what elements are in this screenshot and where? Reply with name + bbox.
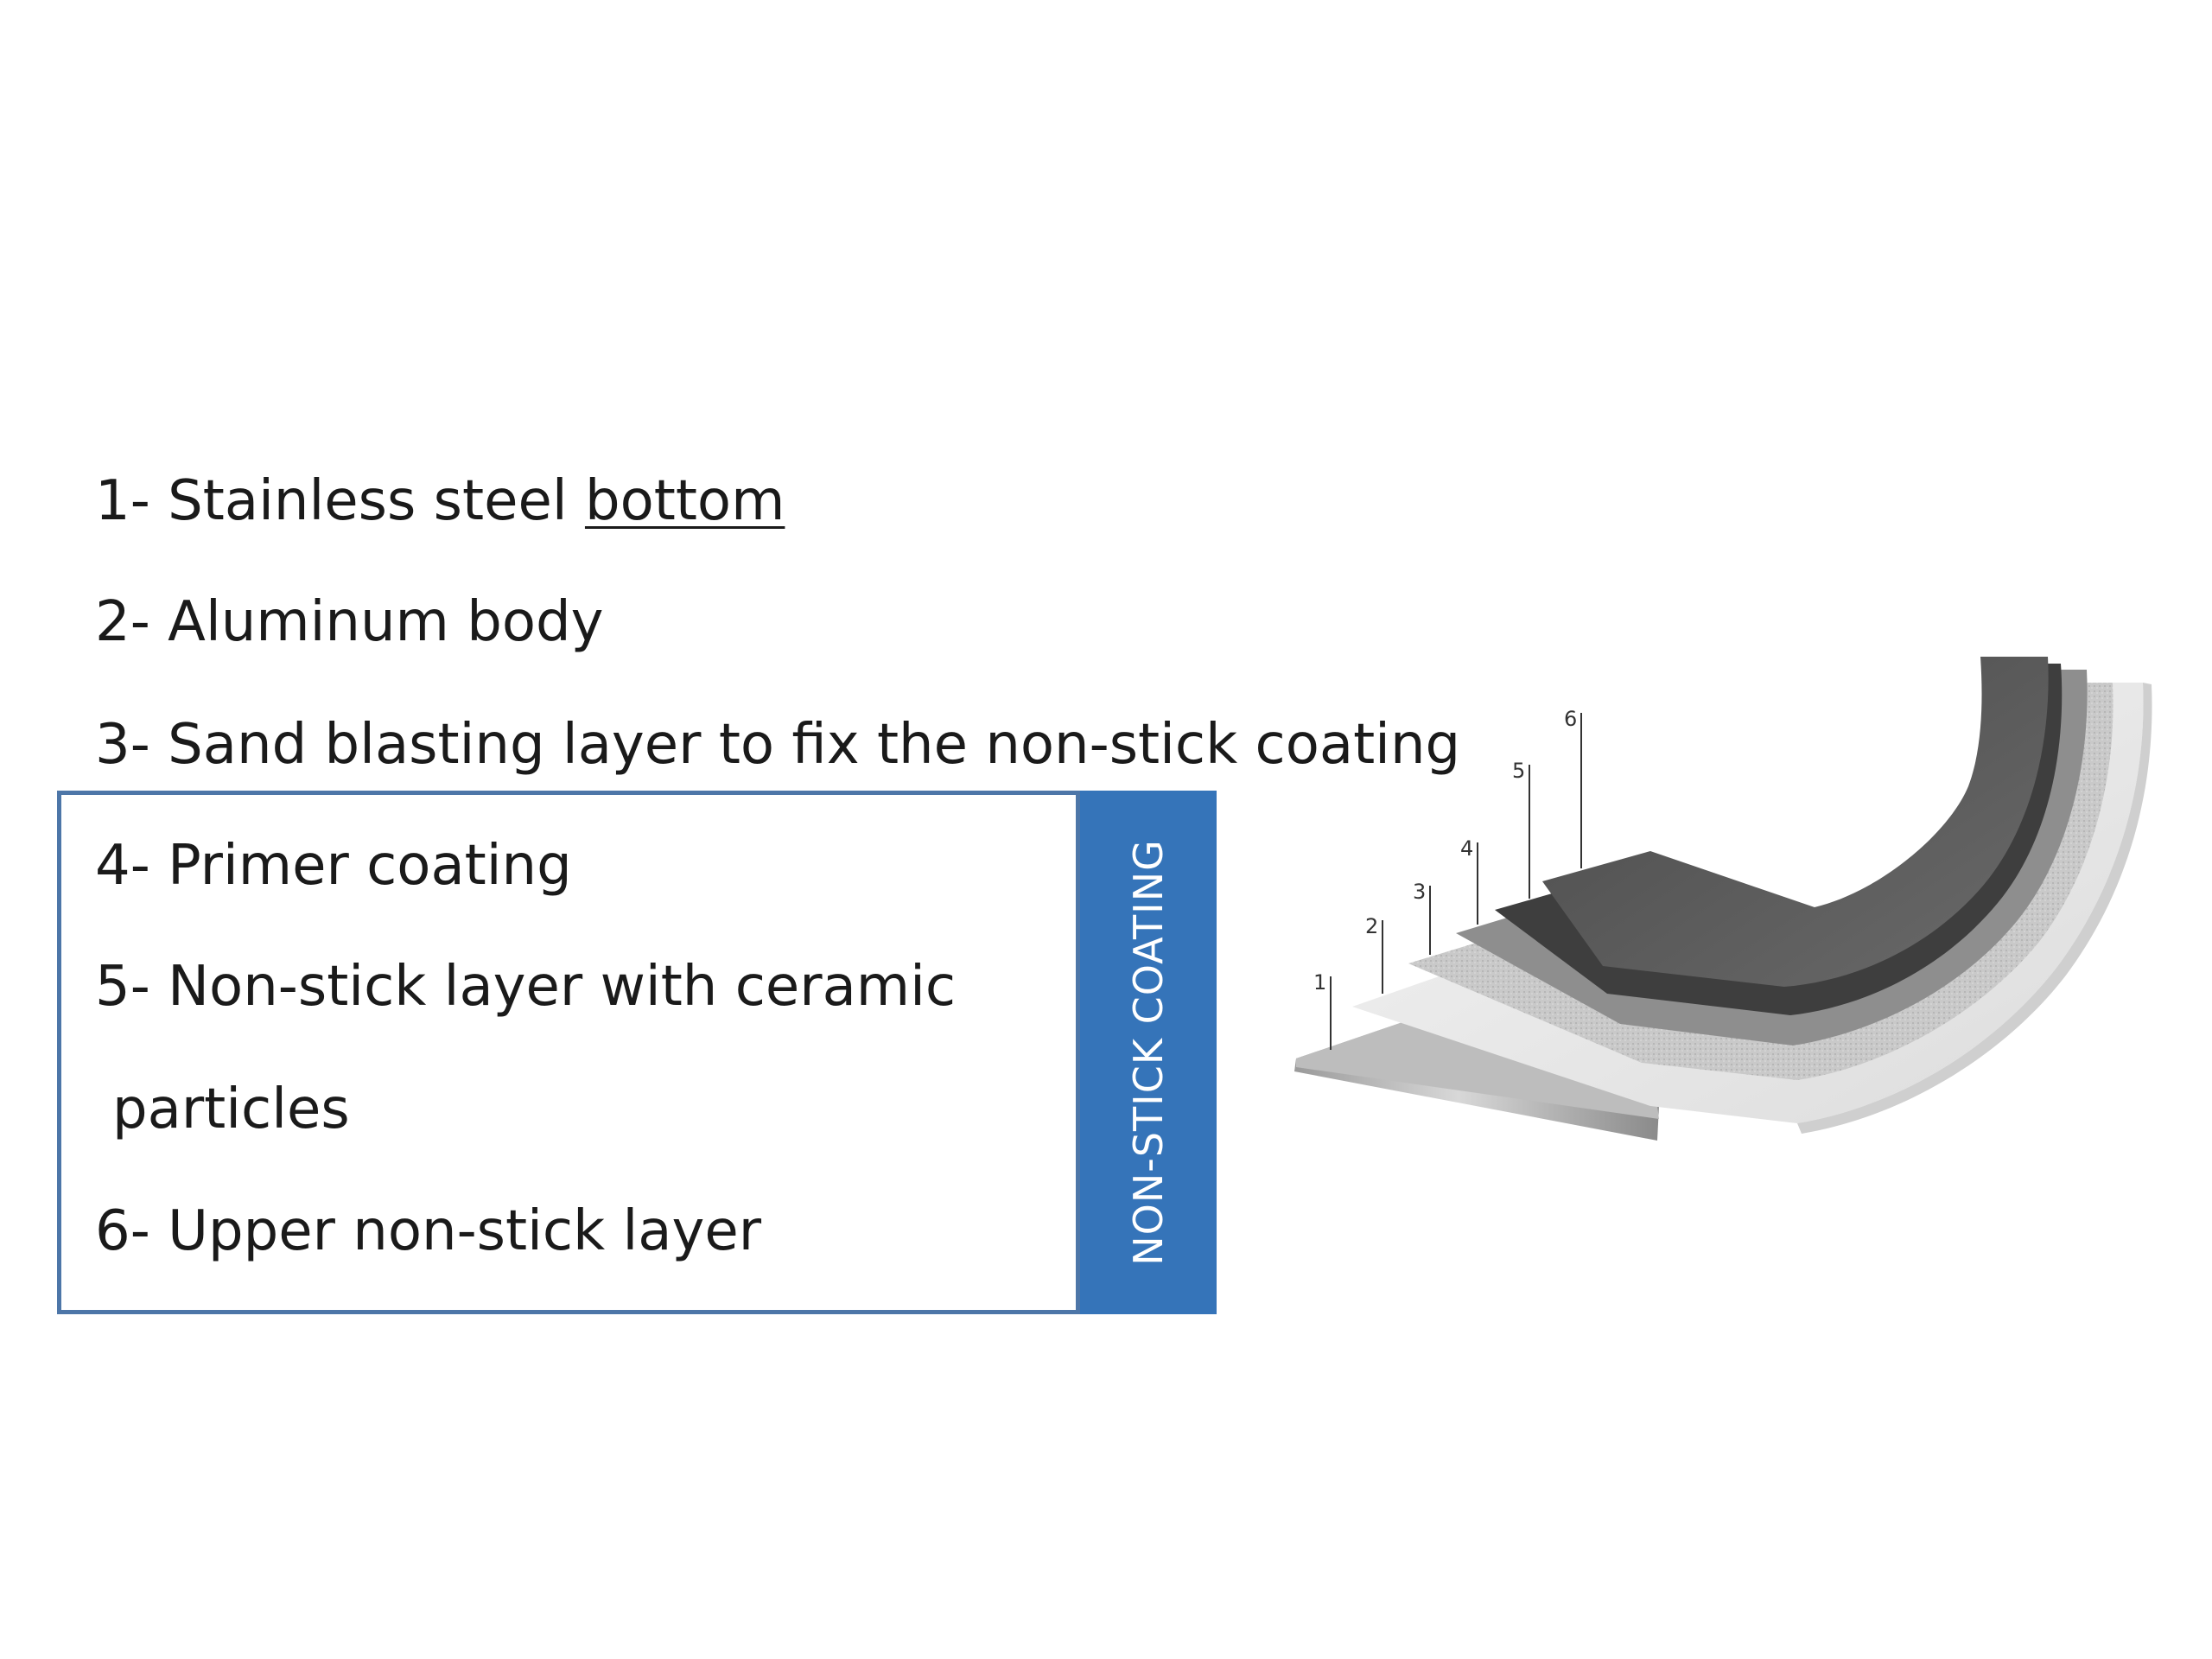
layer-number-5: 5 (1512, 759, 1525, 783)
layer-1-steel (1294, 994, 1659, 1141)
non-stick-coating-label: NON-STICK COATING (1125, 839, 1172, 1266)
item-1-underlined: bottom (584, 469, 785, 533)
non-stick-coating-band: NON-STICK COATING (1076, 791, 1217, 1314)
item-3: 3- Sand blasting layer to fix the non-st… (95, 713, 1461, 777)
item-5-continuation: particles (112, 1077, 350, 1141)
layer-number-1: 1 (1313, 970, 1326, 995)
item-4: 4- Primer coating (95, 834, 572, 898)
layer-number-4: 4 (1460, 836, 1473, 861)
item-6: 6- Upper non-stick layer (95, 1199, 762, 1263)
pan-layers-diagram: 1 2 3 4 5 6 (1294, 657, 2152, 1141)
layer-number-6: 6 (1564, 707, 1577, 731)
item-1: 1- Stainless steel bottom (95, 474, 785, 529)
layer-number-2: 2 (1365, 914, 1378, 938)
item-2: 2- Aluminum body (95, 590, 604, 654)
layer-number-3: 3 (1413, 880, 1426, 904)
layer-6-upper (1542, 657, 2049, 987)
item-5: 5- Non-stick layer with ceramic (95, 955, 957, 1019)
leader-lines (1330, 713, 1582, 1050)
item-1-text: 1- Stainless steel (95, 469, 585, 533)
